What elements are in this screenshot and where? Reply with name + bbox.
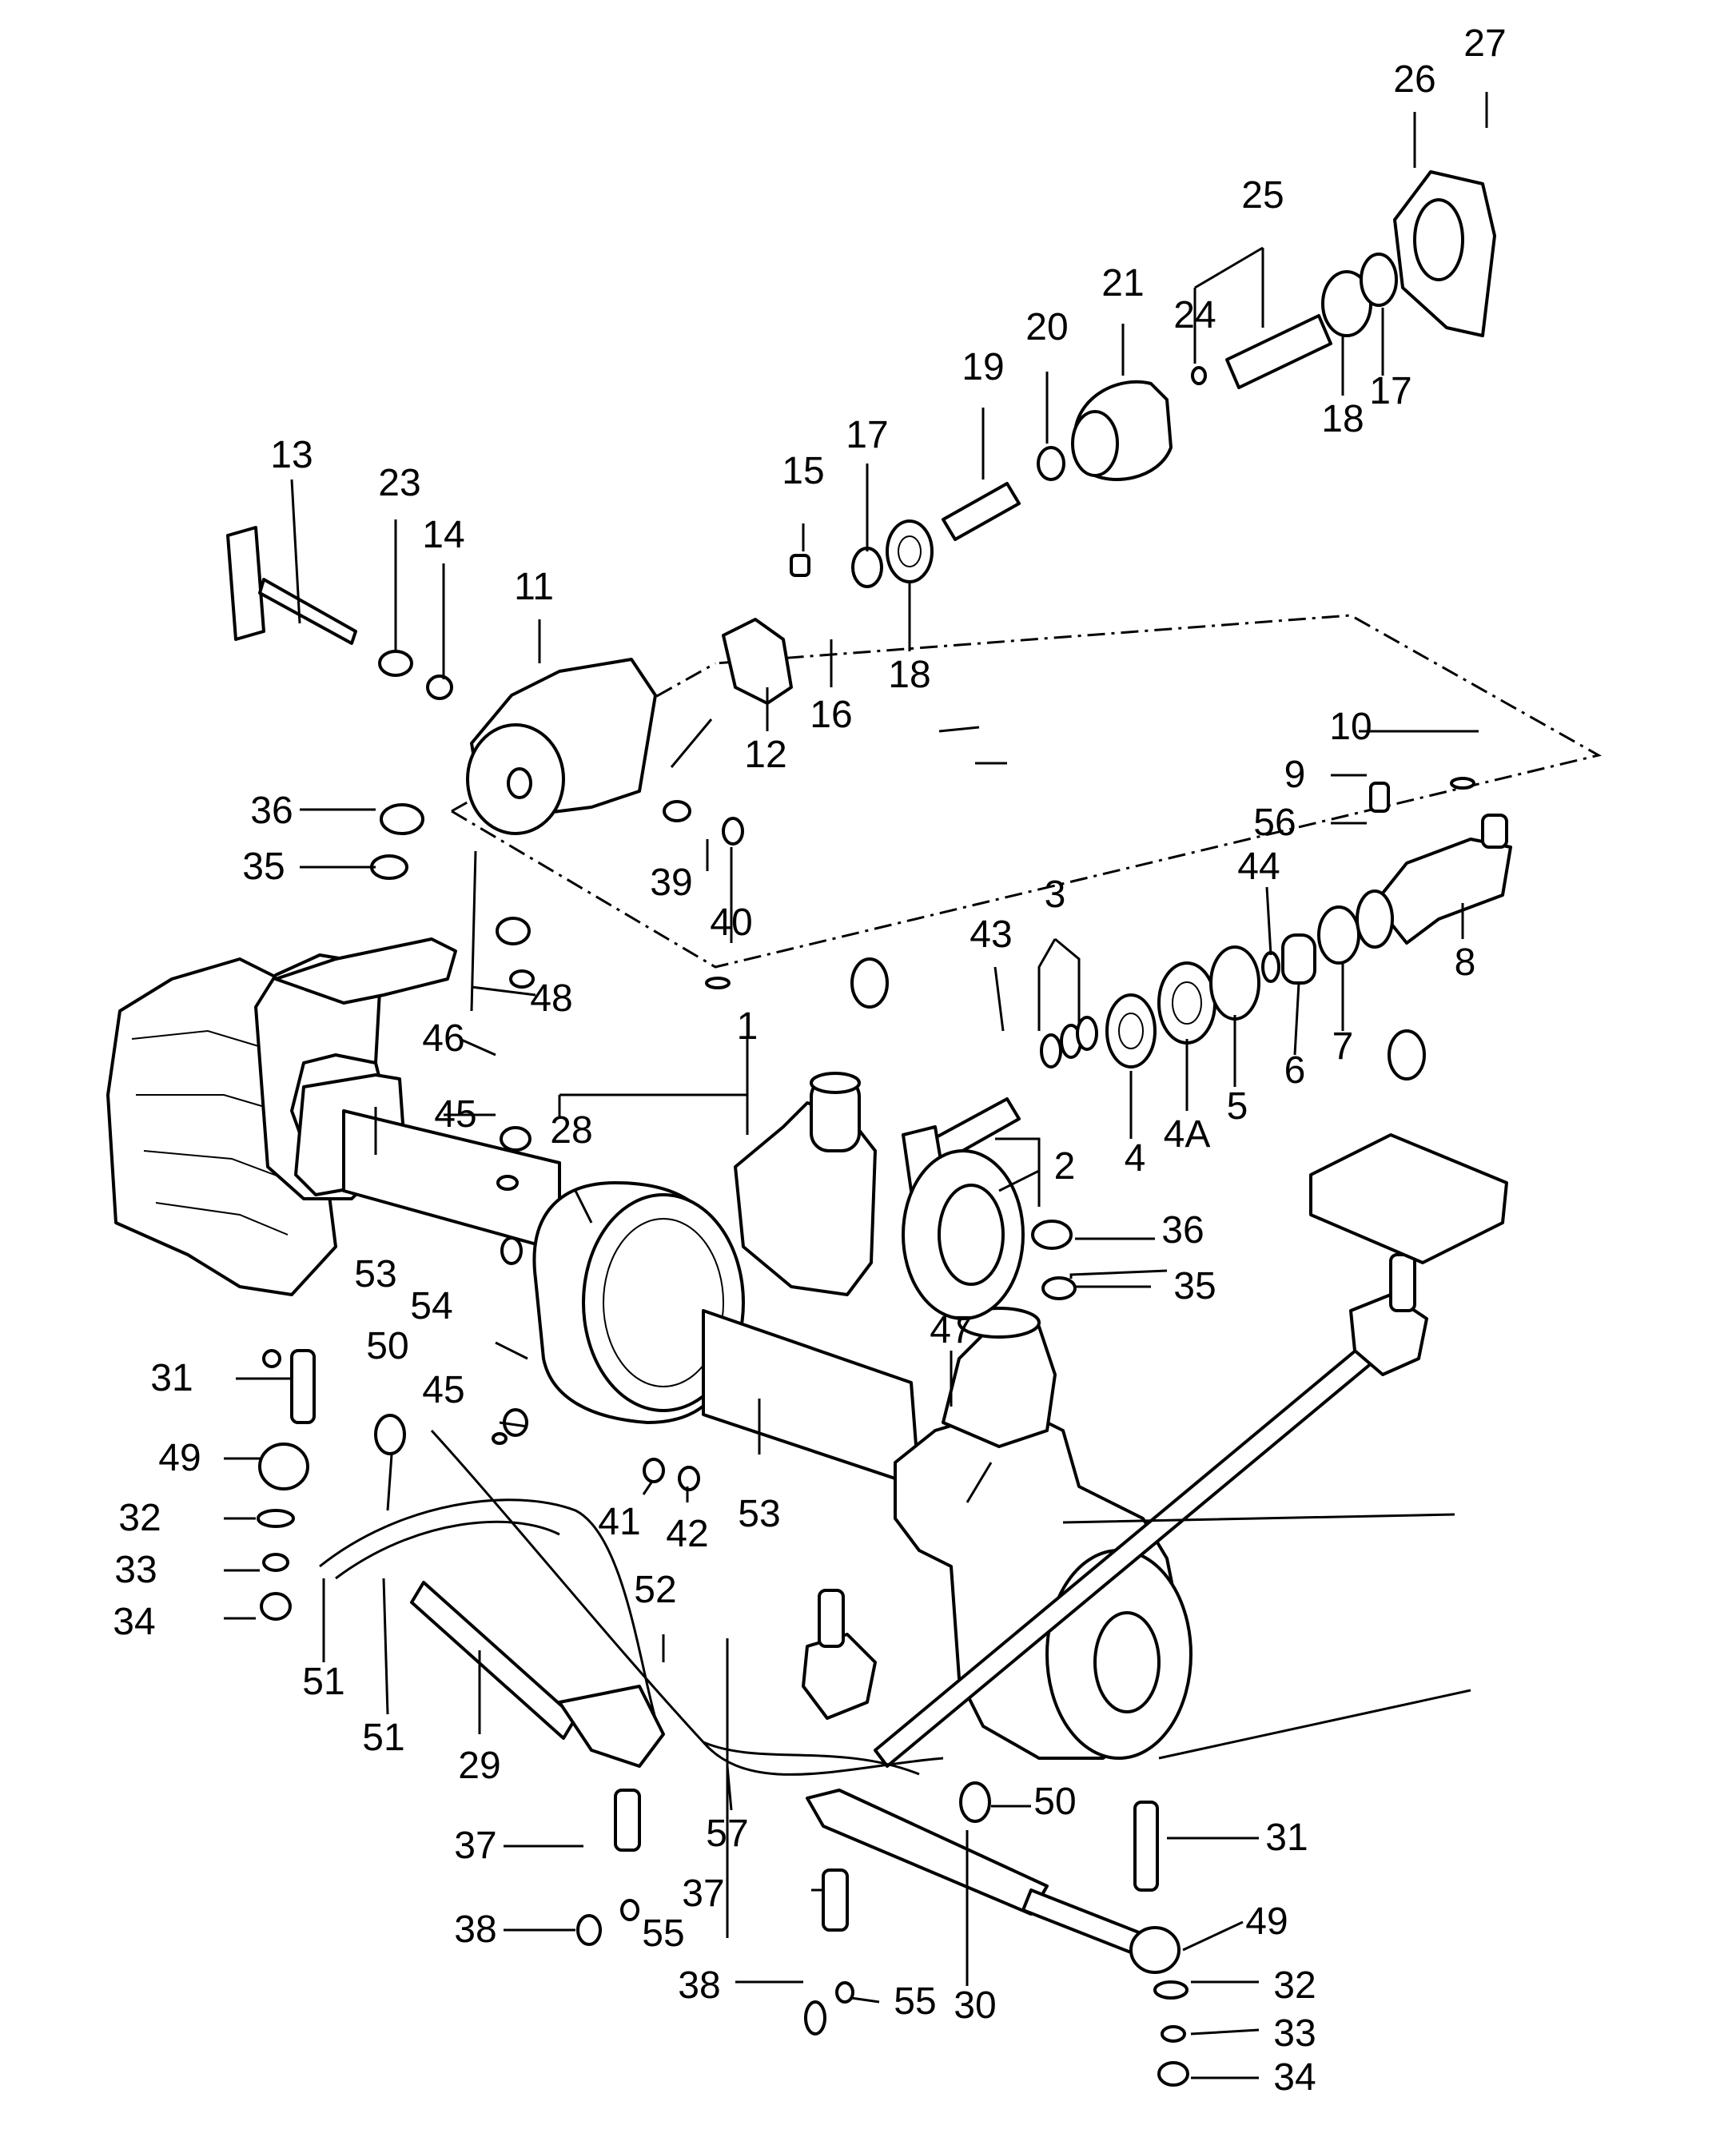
- callout-43: 43: [970, 913, 1012, 956]
- callout-29: 29: [458, 1745, 500, 1787]
- callout-49-left: 49: [158, 1437, 201, 1479]
- leader-lines: [224, 92, 1488, 2079]
- callout-39: 39: [650, 862, 692, 904]
- callout-20: 20: [1025, 306, 1068, 348]
- callout-19: 19: [962, 346, 1004, 388]
- callout-25: 25: [1241, 174, 1284, 217]
- callout-2: 2: [1054, 1145, 1076, 1188]
- callout-45-lower: 45: [422, 1369, 464, 1411]
- callout-53-left: 53: [354, 1253, 396, 1295]
- drive-pinion-components: [902, 782, 1512, 1320]
- callout-32-left: 32: [118, 1497, 161, 1539]
- callout-48: 48: [530, 977, 572, 1020]
- callout-38-right: 38: [678, 1964, 720, 2007]
- callout-55-left: 55: [642, 1912, 684, 1955]
- small-hardware: [257, 777, 1508, 2087]
- callout-42: 42: [666, 1513, 708, 1555]
- callout-15: 15: [782, 450, 824, 492]
- callout-41: 41: [598, 1501, 640, 1543]
- callout-34-left: 34: [113, 1601, 155, 1643]
- callout-17-upper: 17: [846, 414, 888, 456]
- callout-52: 52: [634, 1569, 676, 1611]
- callout-31-left: 31: [150, 1357, 193, 1399]
- callout-27: 27: [1463, 22, 1506, 65]
- steering-knuckle-right: [894, 1307, 1193, 1760]
- steering-cylinders-and-hoses: [258, 1349, 1181, 1974]
- callout-7: 7: [1332, 1025, 1354, 1068]
- callout-37-left: 37: [454, 1825, 496, 1867]
- callout-30: 30: [954, 1984, 996, 2027]
- callout-23: 23: [378, 462, 420, 504]
- callout-36-right: 36: [1161, 1209, 1204, 1252]
- callout-12: 12: [744, 734, 786, 776]
- callout-3: 3: [1045, 874, 1066, 916]
- callout-17-right: 17: [1369, 370, 1411, 412]
- callout-46: 46: [422, 1017, 464, 1060]
- callout-54: 54: [410, 1285, 452, 1327]
- callout-21: 21: [1101, 262, 1144, 304]
- callout-35-right: 35: [1173, 1265, 1216, 1307]
- callout-37-right: 37: [682, 1872, 724, 1915]
- callout-33-left: 33: [114, 1549, 157, 1591]
- callout-51-right: 51: [362, 1717, 404, 1759]
- callout-34-right: 34: [1273, 2056, 1316, 2099]
- callout-47: 47: [930, 1309, 972, 1351]
- callout-18-right: 18: [1321, 398, 1364, 440]
- callout-50-right: 50: [1033, 1781, 1076, 1823]
- callout-49-right: 49: [1245, 1900, 1288, 1943]
- callout-8: 8: [1455, 941, 1476, 984]
- callout-28: 28: [550, 1109, 592, 1152]
- callout-38-left: 38: [454, 1908, 496, 1951]
- callout-14: 14: [422, 514, 464, 556]
- upper-transfer-components: [226, 170, 1496, 835]
- callout-5: 5: [1227, 1085, 1248, 1128]
- callout-4a: 4A: [1164, 1113, 1211, 1156]
- callout-9: 9: [1284, 754, 1306, 796]
- callout-26: 26: [1393, 58, 1435, 101]
- callout-35-left: 35: [242, 846, 285, 888]
- callout-4: 4: [1125, 1137, 1146, 1180]
- callout-33-right: 33: [1273, 2012, 1316, 2055]
- callout-56: 56: [1253, 802, 1296, 844]
- callout-1: 1: [737, 1005, 759, 1048]
- callout-6: 6: [1284, 1049, 1306, 1092]
- callout-45-upper: 45: [434, 1093, 476, 1136]
- callout-10: 10: [1329, 706, 1372, 748]
- callout-53-right: 53: [738, 1493, 780, 1535]
- callout-51-left: 51: [302, 1661, 344, 1703]
- callout-50-left: 50: [366, 1325, 408, 1367]
- tie-rod: [802, 1253, 1428, 1768]
- callout-40: 40: [710, 901, 752, 944]
- axle-housing: [106, 937, 921, 1488]
- callout-13: 13: [270, 434, 313, 476]
- callout-labels: 1 2 3 4 4A 5 6 7 8 9 10 11 12 13 14 15 1…: [113, 22, 1506, 2099]
- callout-55-right: 55: [894, 1980, 936, 2023]
- callout-36-left: 36: [250, 790, 293, 832]
- callout-16: 16: [810, 694, 852, 736]
- callout-44: 44: [1237, 846, 1280, 888]
- callout-57: 57: [706, 1813, 748, 1855]
- callout-18-upper: 18: [888, 654, 930, 696]
- callout-24: 24: [1173, 294, 1216, 336]
- callout-11: 11: [514, 566, 554, 608]
- callout-32-right: 32: [1273, 1964, 1316, 2007]
- callout-31-right: 31: [1265, 1817, 1308, 1859]
